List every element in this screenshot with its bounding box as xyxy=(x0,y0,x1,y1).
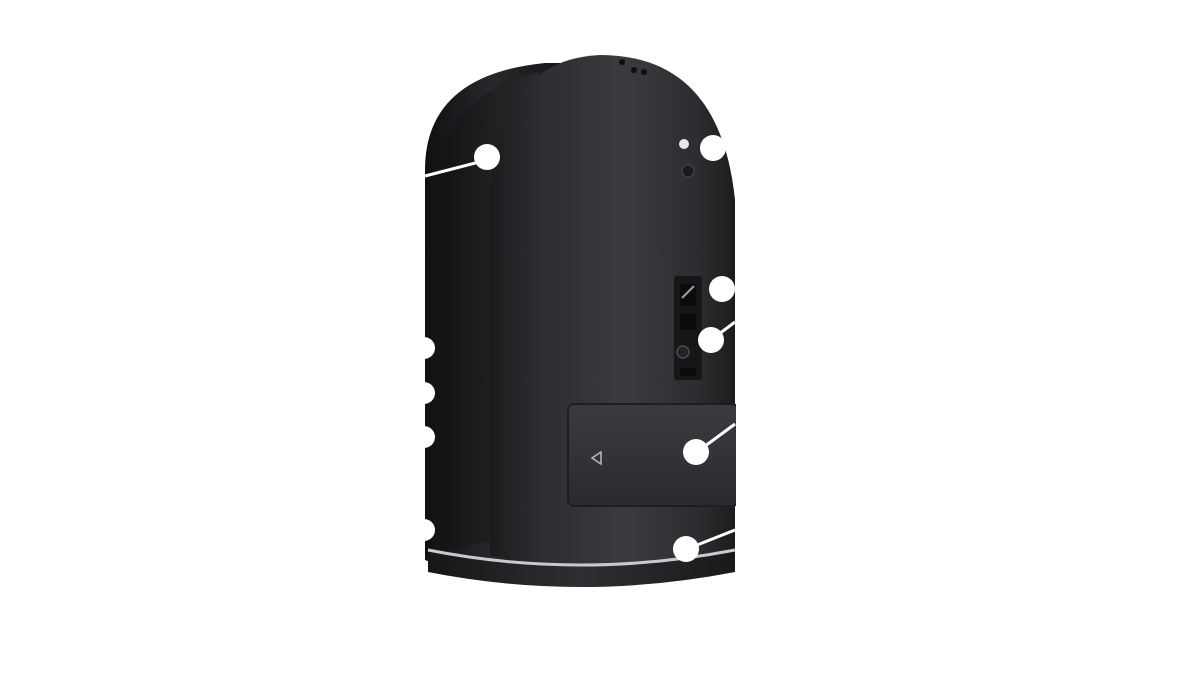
callout-dot-bottom-right[interactable] xyxy=(673,536,699,562)
port-slot-3 xyxy=(680,368,696,376)
left-whiteout xyxy=(0,0,424,675)
callout-dot-left-top[interactable] xyxy=(474,144,500,170)
indicator-light xyxy=(679,139,689,149)
right-whiteout xyxy=(736,0,1200,675)
top-sensor-hole-2 xyxy=(631,67,637,73)
camera-lens xyxy=(681,164,695,178)
battery-panel xyxy=(567,403,739,507)
port-slot-1-highlight xyxy=(681,285,695,299)
callout-dot-right-upper[interactable] xyxy=(709,276,735,302)
port-slot-2 xyxy=(680,314,696,330)
top-sensor-hole-3 xyxy=(641,69,647,75)
callout-dot-right-middle[interactable] xyxy=(698,327,724,353)
port-button xyxy=(676,345,690,359)
device-base xyxy=(428,548,735,587)
callout-dot-right-lower[interactable] xyxy=(683,439,709,465)
port-slot-1 xyxy=(680,284,696,306)
panel-arrow-icon xyxy=(590,450,602,466)
callout-dot-top-right[interactable] xyxy=(700,135,726,161)
top-sensor-hole-1 xyxy=(619,59,625,65)
